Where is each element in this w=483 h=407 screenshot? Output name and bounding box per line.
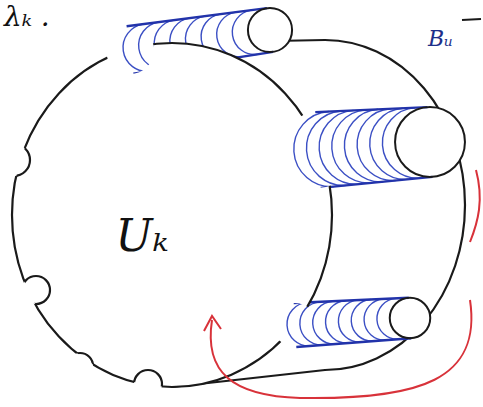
groove-edge [296, 338, 411, 347]
groove-edge [315, 107, 427, 112]
red-arrow [211, 300, 472, 398]
part-name: Uₖ [115, 210, 168, 261]
dash-mark [462, 19, 481, 20]
groove-edge [127, 8, 267, 26]
groove-end [390, 298, 430, 338]
notch-edge [22, 276, 50, 304]
groove-hatch [344, 109, 383, 182]
notch-edge [134, 370, 162, 398]
groove-hatch [382, 108, 420, 178]
groove-hatch [370, 108, 408, 179]
red-stroke [470, 170, 480, 242]
notch-edge [67, 353, 93, 379]
groove-hatch [332, 110, 371, 183]
notch-edge [0, 144, 30, 176]
groove-end [248, 8, 292, 52]
heading-symbol: λₖ . [4, 0, 50, 33]
part-name: Bᵤ [428, 26, 453, 51]
groove-hatch [232, 10, 257, 54]
groove-edge [321, 177, 433, 188]
cylinder-body: Uₖ [12, 43, 332, 387]
front-rim [12, 43, 332, 387]
red-arrow-head [204, 316, 221, 331]
groove-end [395, 107, 465, 177]
groove-hatch [357, 109, 396, 181]
